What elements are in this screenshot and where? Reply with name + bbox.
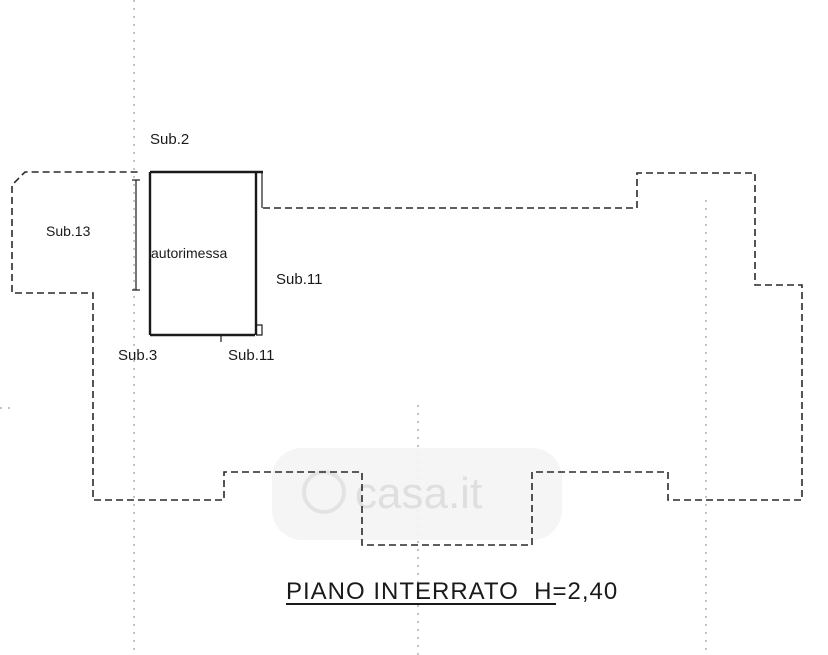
- label-sub11-bottom: Sub.11: [228, 347, 274, 364]
- label-sub2: Sub.2: [150, 131, 189, 148]
- label-autorimessa: autorimessa: [151, 245, 227, 261]
- watermark: casa.it: [272, 448, 562, 540]
- garage-walls: [132, 170, 263, 342]
- guide-lines: [0, 0, 707, 655]
- basement-outline: [11, 171, 803, 546]
- label-sub11-right: Sub.11: [276, 271, 322, 288]
- plan-title: PIANO INTERRATO H=2,40: [286, 578, 618, 605]
- label-sub3: Sub.3: [118, 347, 157, 364]
- watermark-text: casa.it: [355, 469, 482, 518]
- label-sub13: Sub.13: [46, 223, 91, 239]
